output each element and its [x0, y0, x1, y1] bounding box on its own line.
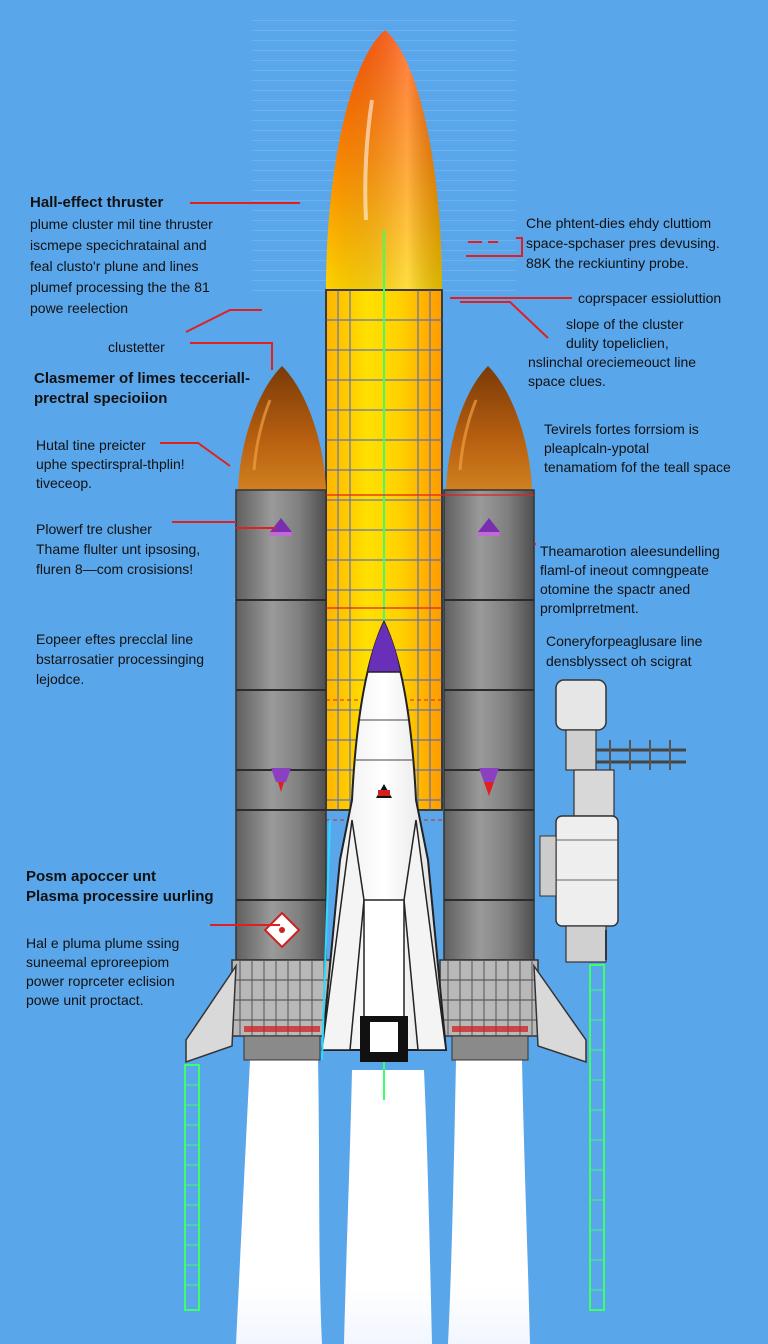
- label-tevirels-line-3: tenamatiom fof the teall space: [544, 459, 731, 475]
- label-theamarotion-line-2: flaml-of ineout comngpeate: [540, 562, 709, 578]
- leader-clustetter: [190, 342, 273, 370]
- center-plume: [344, 1070, 432, 1344]
- label-hall-thruster-line-3: iscmepe specichratainal and: [30, 237, 207, 253]
- exhaust-plumes: [236, 1060, 530, 1344]
- label-tevirels-line-2: pleaplcaln-ypotal: [544, 440, 650, 456]
- label-hutal-line-3: tiveceop.: [36, 475, 93, 491]
- label-hall-thruster-line-6: powe reelection: [30, 300, 129, 316]
- label-hutal-line-2: uphe spectirspral-thplin!: [36, 456, 185, 472]
- leader-cluster: [185, 309, 262, 333]
- leader-lines: [160, 202, 572, 926]
- label-coneryfor-line-1: Coneryforpeaglusare line: [546, 633, 703, 649]
- label-posm-line-1: Posm apoccer unt: [26, 868, 157, 885]
- label-phtent-line-3: 88K the reckiuntiny probe.: [526, 255, 689, 271]
- left-booster-engine: [231, 959, 331, 1037]
- label-theamarotion-line-4: promlprretment.: [540, 600, 639, 616]
- orbiter-wing-left: [321, 819, 365, 1051]
- reference-marks: [326, 494, 534, 609]
- label-theamarotion-line-1: Theamarotion aleesundelling: [540, 543, 720, 559]
- label-eopeer-line-3: lejodce.: [36, 671, 85, 687]
- right-booster-fin: [533, 963, 587, 1064]
- label-theamarotion-line-3: otomine the spactr aned: [540, 581, 691, 597]
- label-hal-plume-line-2: suneemal eproreepiom: [26, 954, 170, 970]
- label-spectral-line-1: Clasmemer of limes tecceriall-: [34, 370, 250, 387]
- label-hal-plume-line-4: powe unit proctact.: [26, 992, 144, 1008]
- label-coneryfor-line-2: densblyssect oh scigrat: [546, 653, 692, 669]
- right-booster-body: [443, 489, 535, 961]
- label-plowerf-line-2: Thame flulter unt ipsosing,: [36, 541, 201, 557]
- right-booster-marker-lower: [479, 768, 499, 782]
- label-slope-line-2: dulity topeliclien,: [566, 335, 669, 351]
- label-hal-plume-line-3: power roprceter eclision: [26, 973, 175, 989]
- label-spectral-line-2: prectral specioiion: [34, 390, 168, 407]
- leader-phtent: [466, 237, 523, 257]
- right-guide-rail: [589, 964, 605, 1311]
- tower-upper-tank: [555, 679, 607, 731]
- label-slope-line-4: space clues.: [528, 373, 606, 389]
- label-slope-line-3: nslinchal oreciemeouct line: [528, 354, 697, 370]
- label-hall-thruster-line-1: Hall-effect thruster: [30, 194, 164, 211]
- leader-plowerf: [172, 521, 276, 529]
- label-eopeer-line-2: bstarrosatier processinging: [36, 651, 205, 667]
- label-hutal-line-1: Hutal tine preicter: [36, 437, 146, 453]
- orbiter: [320, 619, 448, 1062]
- label-eopeer-line-1: Eopeer eftes precclal line: [36, 631, 194, 647]
- service-tower: [539, 679, 686, 963]
- label-hall-thruster-line-5: plumef processing the the 81: [30, 279, 210, 295]
- label-tevirels-line-1: Tevirels fortes forrsiom is: [544, 421, 699, 437]
- right-booster-engine: [439, 959, 539, 1037]
- left-booster-fin: [185, 963, 237, 1064]
- label-posm-line-2: Plasma processire uurling: [26, 888, 214, 905]
- left-booster-marker-lower: [271, 768, 291, 782]
- leader-slope: [460, 301, 549, 339]
- left-booster-body: [235, 489, 327, 961]
- left-booster-nose: [238, 366, 326, 490]
- tower-lower-tank: [555, 815, 619, 927]
- label-phtent-line-2: space-spchaser pres devusing.: [526, 235, 720, 251]
- label-slope-line-1: slope of the cluster: [566, 316, 684, 332]
- orbiter-nose-tip: [368, 622, 400, 672]
- label-plowerf-line-3: fluren 8—com crosisions!: [36, 561, 194, 577]
- label-hall-thruster-line-2: plume cluster mil tine thruster: [30, 216, 213, 232]
- right-booster-plume: [448, 1060, 530, 1344]
- leader-hutal: [160, 442, 231, 467]
- left-booster: [185, 366, 331, 1064]
- orbiter-wing-right: [403, 819, 447, 1051]
- label-corpspacer-line-1: coprspacer essioluttion: [578, 290, 722, 306]
- right-booster: [439, 366, 587, 1064]
- label-hal-plume-line-1: Hal e pluma plume ssing: [26, 935, 180, 951]
- label-cluster-line-1: clustetter: [108, 339, 165, 355]
- label-hall-thruster-line-4: feal clusto'r plune and lines: [30, 258, 199, 274]
- right-booster-nose: [446, 366, 532, 490]
- guide-rails: [184, 964, 605, 1311]
- label-plowerf-line-1: Plowerf tre clusher: [36, 521, 152, 537]
- left-booster-plume: [236, 1060, 322, 1344]
- right-booster-marker-upper: [478, 518, 500, 532]
- left-guide-rail: [184, 1064, 200, 1311]
- label-phtent-line-1: Che phtent-dies ehdy cluttiom: [526, 215, 712, 231]
